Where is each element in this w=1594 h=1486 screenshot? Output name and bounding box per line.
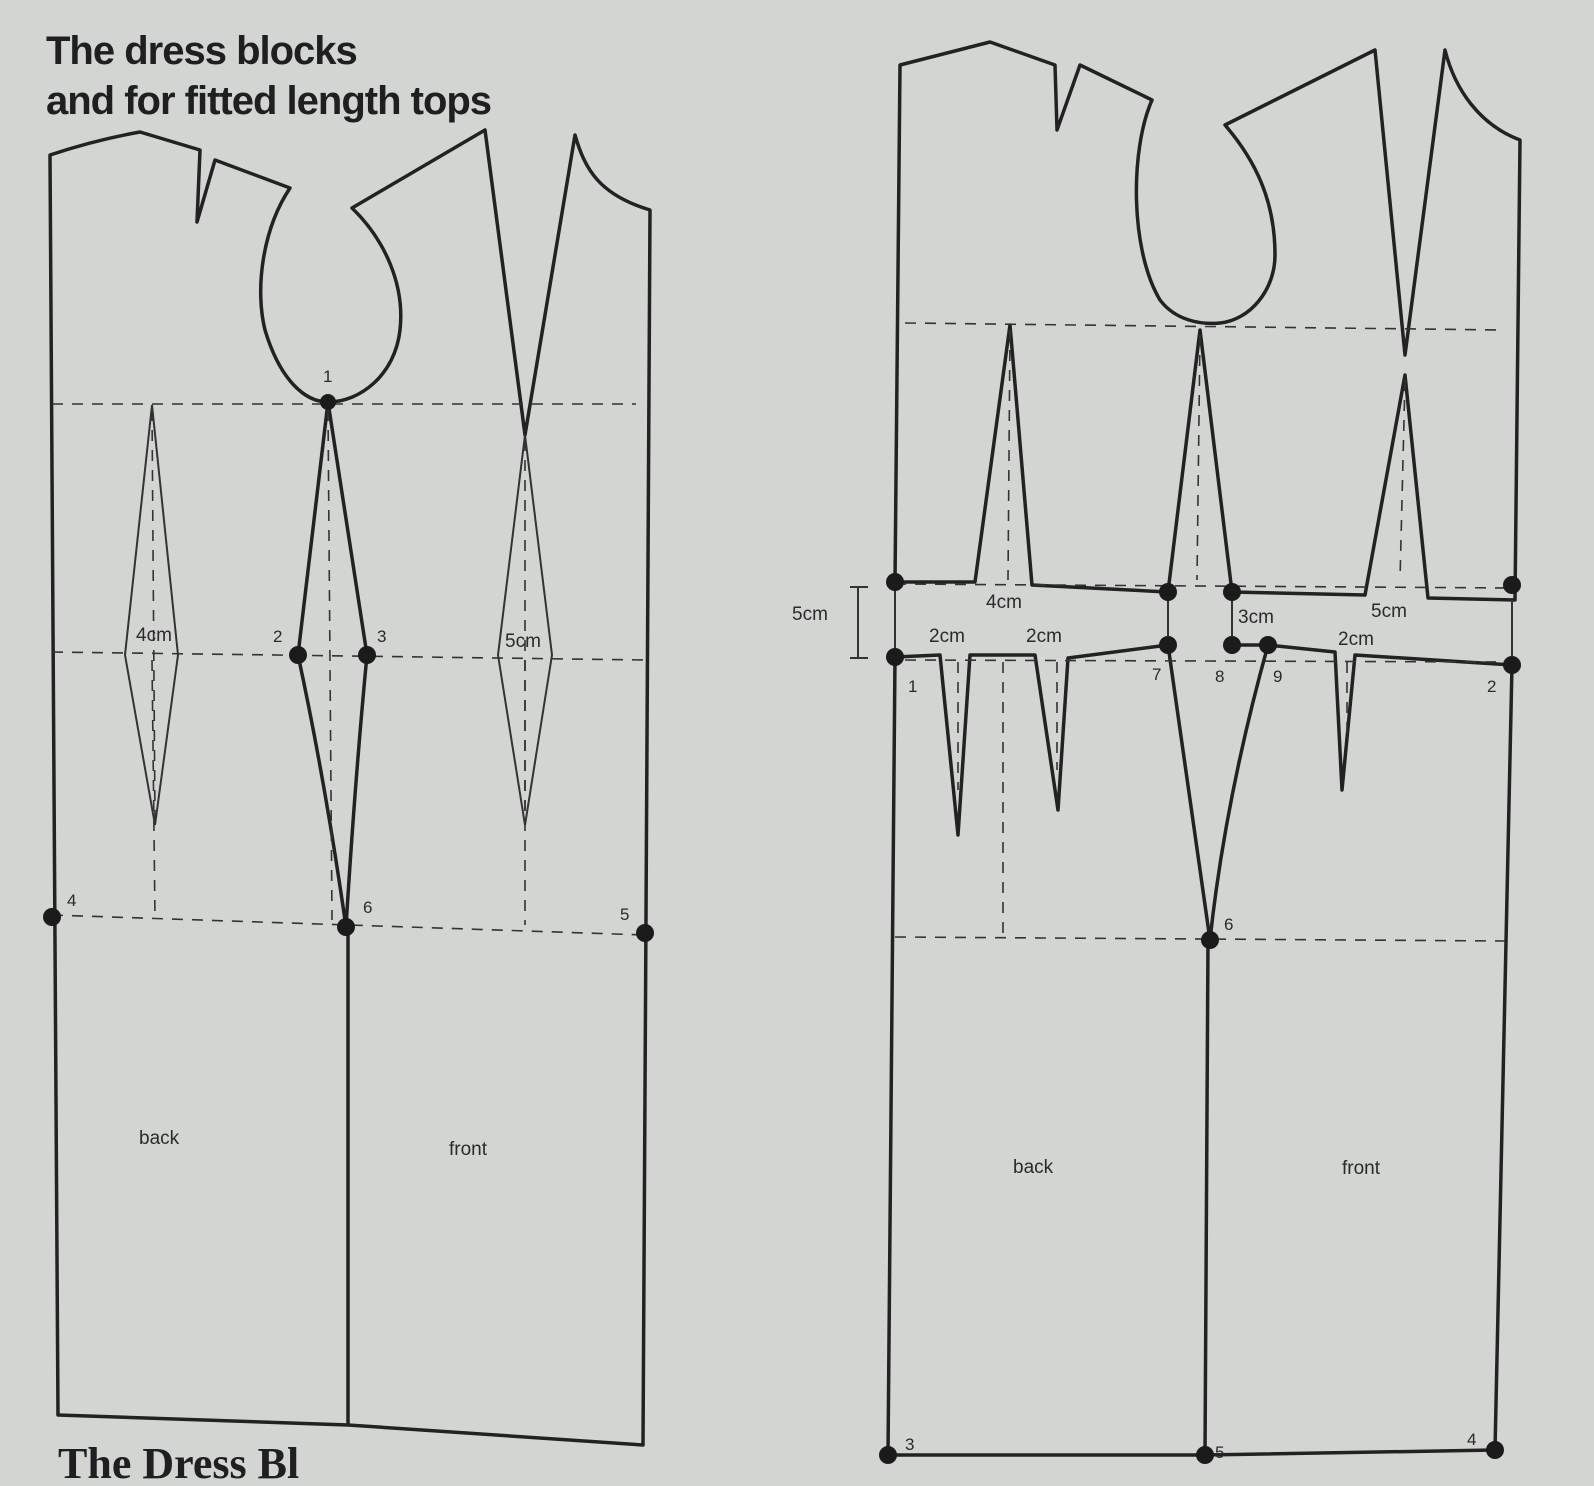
measure-back-skirt-dart-2: 2cm: [1026, 626, 1062, 647]
title-line-1: The dress blocks: [46, 29, 358, 73]
label-back: back: [1013, 1157, 1054, 1178]
point-label-1: 1: [908, 677, 917, 696]
back-dart: [123, 404, 180, 826]
measure-back-skirt-dart-1: 2cm: [929, 626, 965, 647]
left-points: [43, 394, 654, 942]
right-skirt-outline: [886, 643, 1514, 1457]
right-dress-block: 1 2 3 4 5 6 7 8 9 5cm 4cm 3cm 5cm 2cm 2c…: [792, 40, 1522, 1464]
point-label-5: 5: [1215, 1443, 1224, 1462]
right-points: [879, 573, 1521, 1464]
left-dashed-lines: [51, 403, 646, 936]
right-connectors: [894, 582, 1513, 665]
label-front: front: [1342, 1158, 1381, 1179]
measure-gap: 5cm: [792, 604, 828, 625]
point-label-3: 3: [905, 1435, 914, 1454]
measure-back-bodice-dart: 4cm: [986, 592, 1022, 613]
front-dart: [496, 434, 554, 826]
label-front: front: [449, 1139, 488, 1160]
point-label-1: 1: [323, 367, 332, 386]
left-side-seam: [296, 401, 369, 928]
point-label-4: 4: [1467, 1430, 1476, 1449]
left-dress-block: 1 2 3 4 5 6 4cm 5cm back front: [43, 128, 654, 1447]
measure-back-dart: 4cm: [136, 625, 172, 646]
title-line-2: and for fitted length tops: [46, 79, 492, 123]
point-label-2: 2: [1487, 677, 1496, 696]
measure-front-skirt-dart: 2cm: [1338, 629, 1374, 650]
measure-side: 3cm: [1238, 607, 1274, 628]
right-bodice-outline: [893, 40, 1522, 602]
point-label-7: 7: [1152, 665, 1161, 684]
point-label-4: 4: [67, 891, 76, 910]
point-label-3: 3: [377, 627, 386, 646]
point-label-2: 2: [273, 627, 282, 646]
point-label-6: 6: [1224, 915, 1233, 934]
point-label-5: 5: [620, 905, 629, 924]
measure-front-dart: 5cm: [505, 631, 541, 652]
footer-heading-partial: The Dress Bl: [58, 1439, 300, 1486]
dimension-bracket: [850, 586, 868, 659]
point-label-6: 6: [363, 898, 372, 917]
measure-front-bodice-dart: 5cm: [1371, 601, 1407, 622]
point-label-8: 8: [1215, 667, 1224, 686]
back-dart-center: [151, 409, 156, 821]
point-label-9: 9: [1273, 667, 1282, 686]
label-back: back: [139, 1128, 180, 1149]
right-dashed-lines: [894, 322, 1513, 942]
page-title: The dress blocks and for fitted length t…: [46, 26, 492, 126]
left-outline: [48, 128, 652, 1447]
